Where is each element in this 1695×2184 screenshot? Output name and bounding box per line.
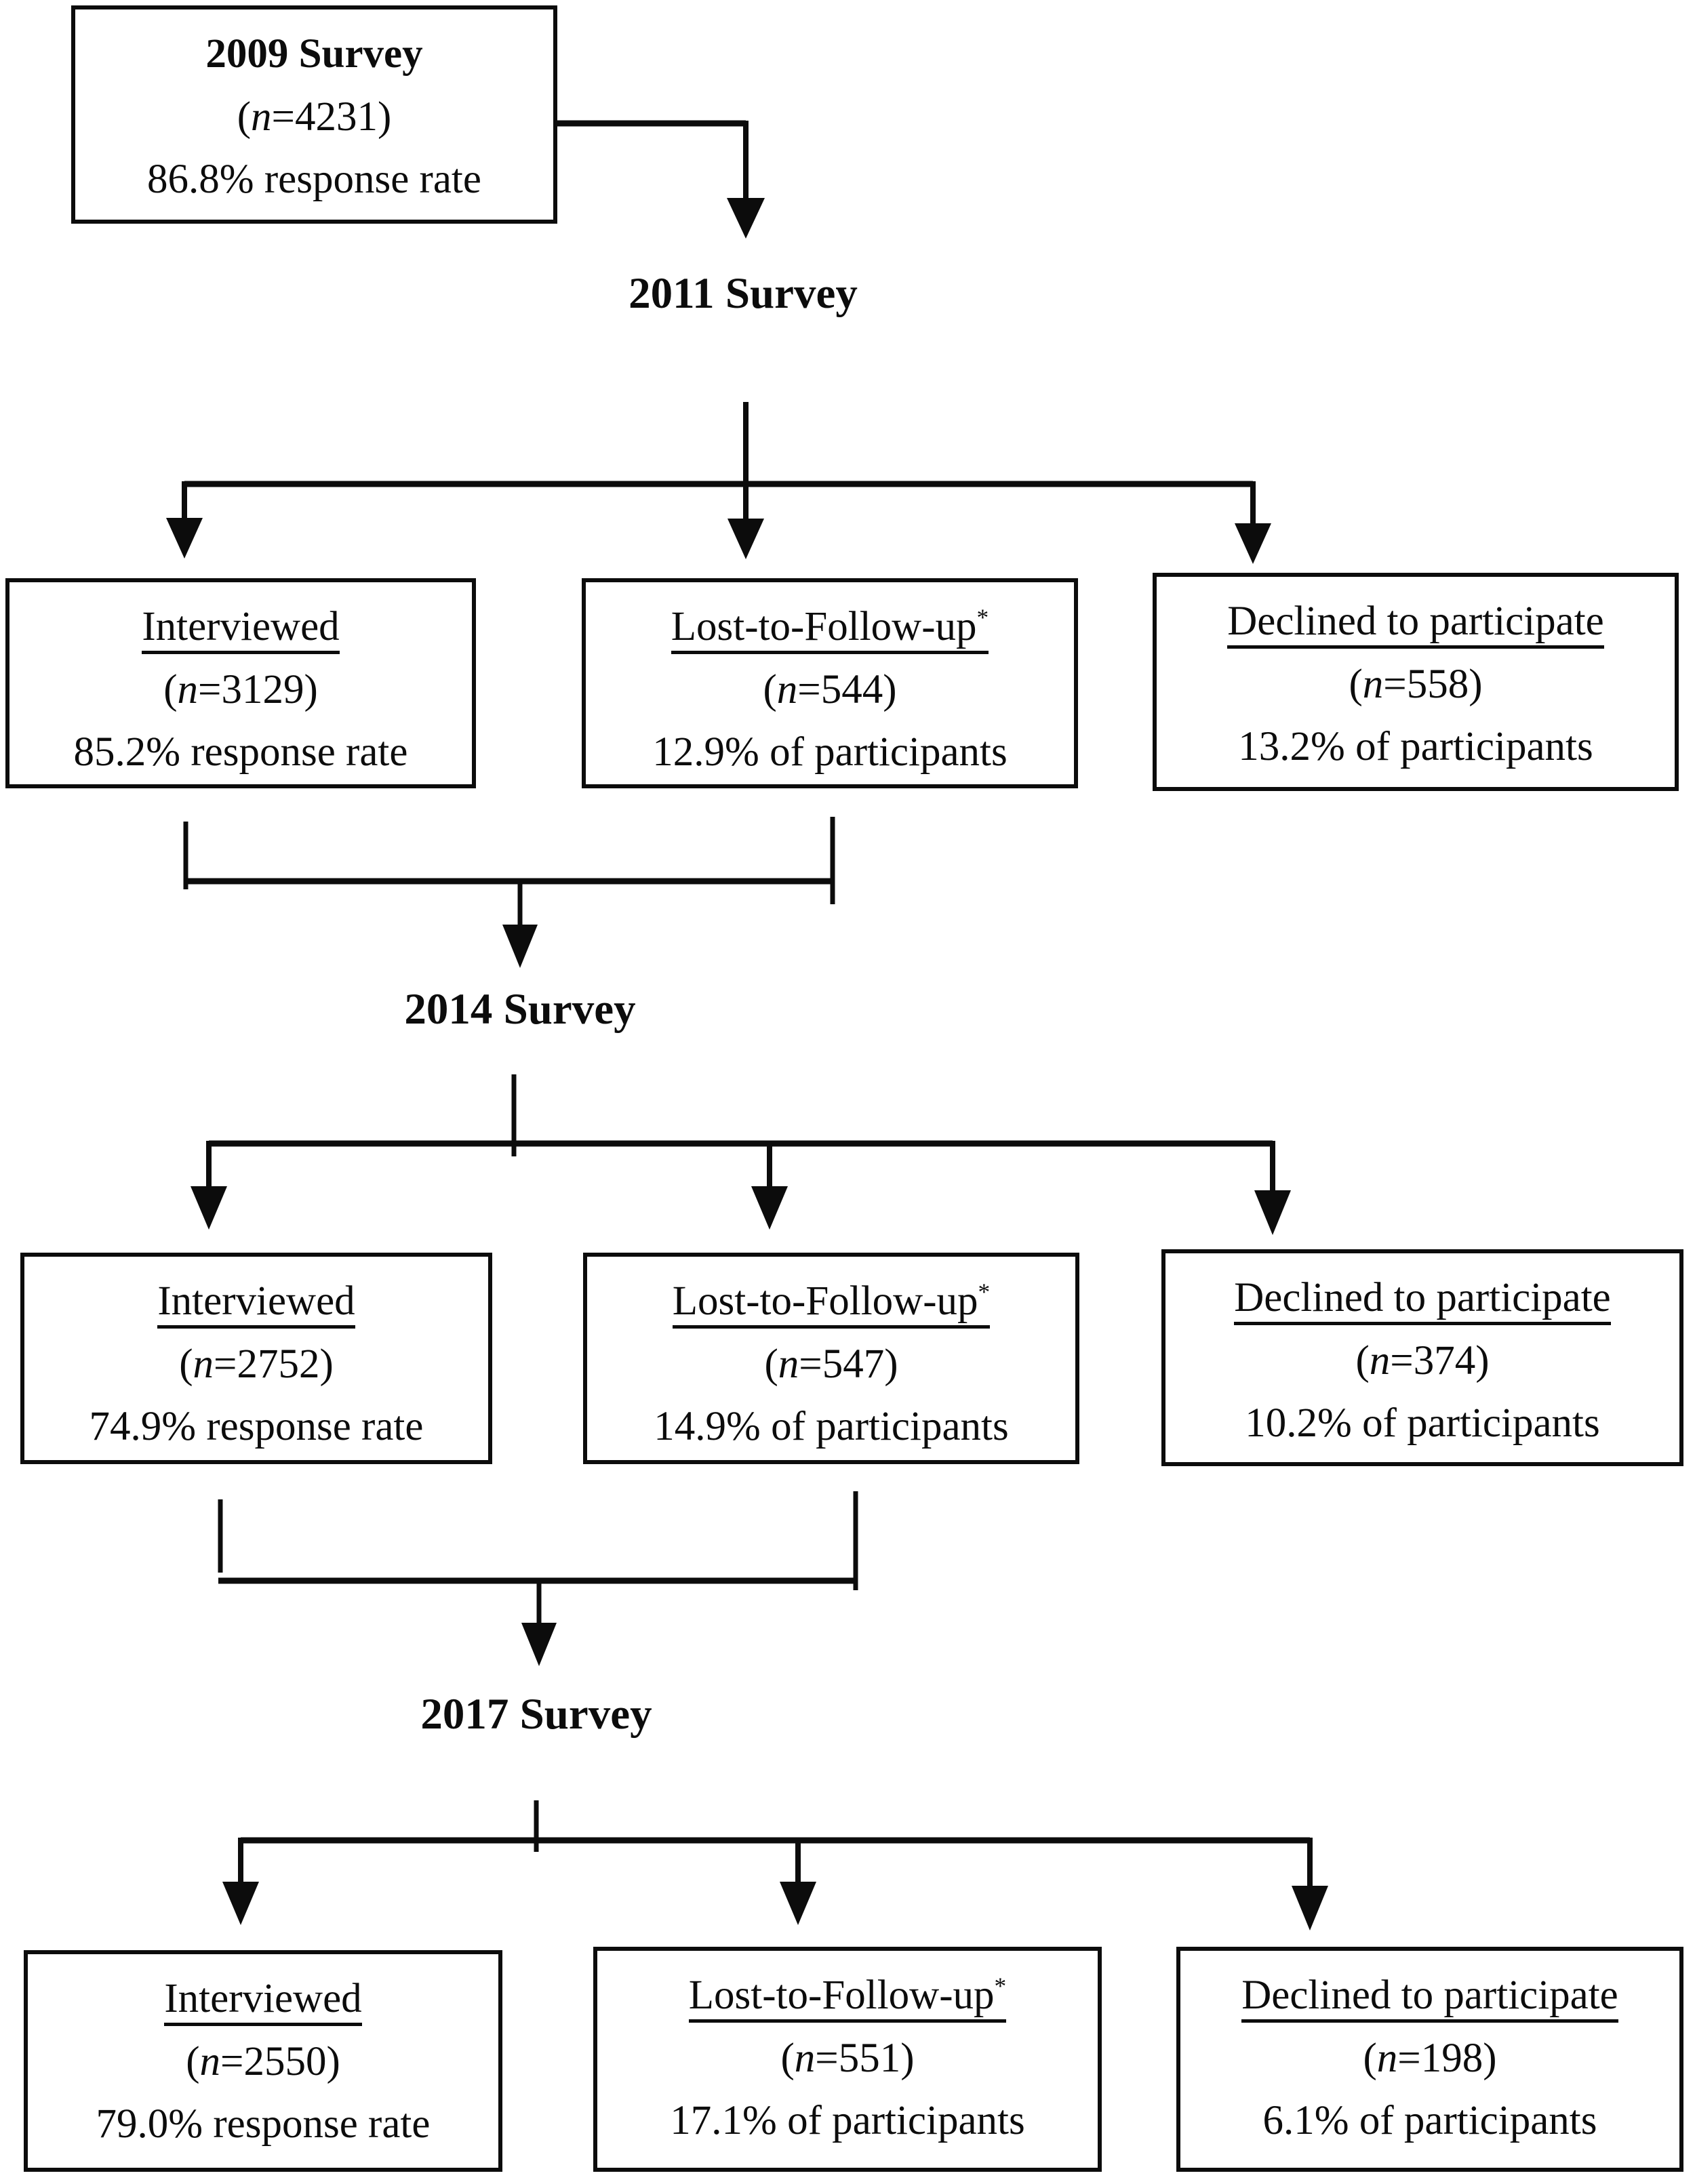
box-note: 79.0% response rate [96,2101,431,2147]
arrowhead-icon [222,1882,259,1925]
box-2014-declined: Declined to participate (n=374) 10.2% of… [1161,1249,1683,1466]
bracket-to-2014 [183,817,835,968]
box-title: Interviewed [164,1976,362,2021]
branch-2011 [166,402,1271,564]
box-note: 14.9% of participants [654,1404,1009,1450]
box-n-count: (n=4231) [237,94,392,140]
arrowhead-icon [191,1186,227,1230]
arrowhead-icon [1292,1886,1328,1930]
bracket-to-2017 [218,1491,858,1666]
box-note: 12.9% of participants [652,729,1008,775]
branch-2017 [222,1800,1328,1930]
box-title: Lost-to-Follow-up [672,1278,978,1324]
box-note: 10.2% of participants [1245,1400,1600,1447]
box-title: Lost-to-Follow-up [671,604,977,649]
arrowhead-icon [1254,1190,1291,1235]
box-n-count: (n=544) [763,666,897,712]
box-n-count: (n=558) [1349,661,1483,707]
box-2017-interviewed: Interviewed (n=2550) 79.0% response rate [24,1950,502,2172]
box-n-count: (n=3129) [163,666,318,712]
box-n-count: (n=2550) [186,2038,340,2084]
wave-label-2011: 2011 Survey [629,269,858,318]
box-title: Lost-to-Follow-up [688,1973,995,2018]
arrowhead-icon [502,925,538,968]
arrowhead-icon [166,518,203,559]
arrowhead-icon [780,1882,816,1925]
box-n-count: (n=2752) [179,1341,334,1387]
box-note: 86.8% response rate [147,157,481,203]
connector-2009-to-2011 [557,120,765,239]
box-note: 74.9% response rate [89,1404,424,1450]
box-2011-declined: Declined to participate (n=558) 13.2% of… [1153,573,1679,791]
box-note: 6.1% of participants [1262,2098,1597,2144]
footnote-asterisk: * [976,603,989,631]
arrowhead-icon [727,198,765,239]
box-title: 2009 Survey [205,31,423,77]
box-n-count: (n=547) [764,1341,898,1387]
box-title: Declined to participate [1234,1275,1611,1320]
box-note: 85.2% response rate [73,729,408,775]
arrowhead-icon [521,1623,557,1666]
box-2017-declined: Declined to participate (n=198) 6.1% of … [1176,1947,1683,2172]
box-2011-interviewed: Interviewed (n=3129) 85.2% response rate [5,578,476,788]
footnote-asterisk: * [994,1972,1007,2000]
wave-label-2014: 2014 Survey [404,985,636,1034]
arrowhead-icon [751,1186,788,1230]
box-title: Interviewed [142,604,340,649]
box-note: 17.1% of participants [670,2098,1025,2144]
box-2017-lost-to-follow-up: Lost-to-Follow-up* (n=551) 17.1% of part… [593,1947,1102,2172]
box-n-count: (n=551) [780,2035,915,2081]
box-2011-lost-to-follow-up: Lost-to-Follow-up* (n=544) 12.9% of part… [582,578,1078,788]
box-2014-lost-to-follow-up: Lost-to-Follow-up* (n=547) 14.9% of part… [583,1253,1079,1464]
box-n-count: (n=374) [1355,1337,1490,1383]
box-2009-survey: 2009 Survey (n=4231) 86.8% response rate [71,5,557,224]
box-note: 13.2% of participants [1238,724,1593,770]
box-title: Interviewed [157,1278,355,1324]
box-n-count: (n=198) [1363,2035,1497,2081]
box-2014-interviewed: Interviewed (n=2752) 74.9% response rate [20,1253,492,1464]
footnote-asterisk: * [978,1278,991,1306]
box-title: Declined to participate [1241,1973,1618,2018]
wave-label-2017: 2017 Survey [420,1690,652,1739]
branch-2014 [191,1074,1291,1235]
arrowhead-icon [1235,523,1271,564]
box-title: Declined to participate [1227,599,1604,644]
arrowhead-icon [727,519,764,559]
